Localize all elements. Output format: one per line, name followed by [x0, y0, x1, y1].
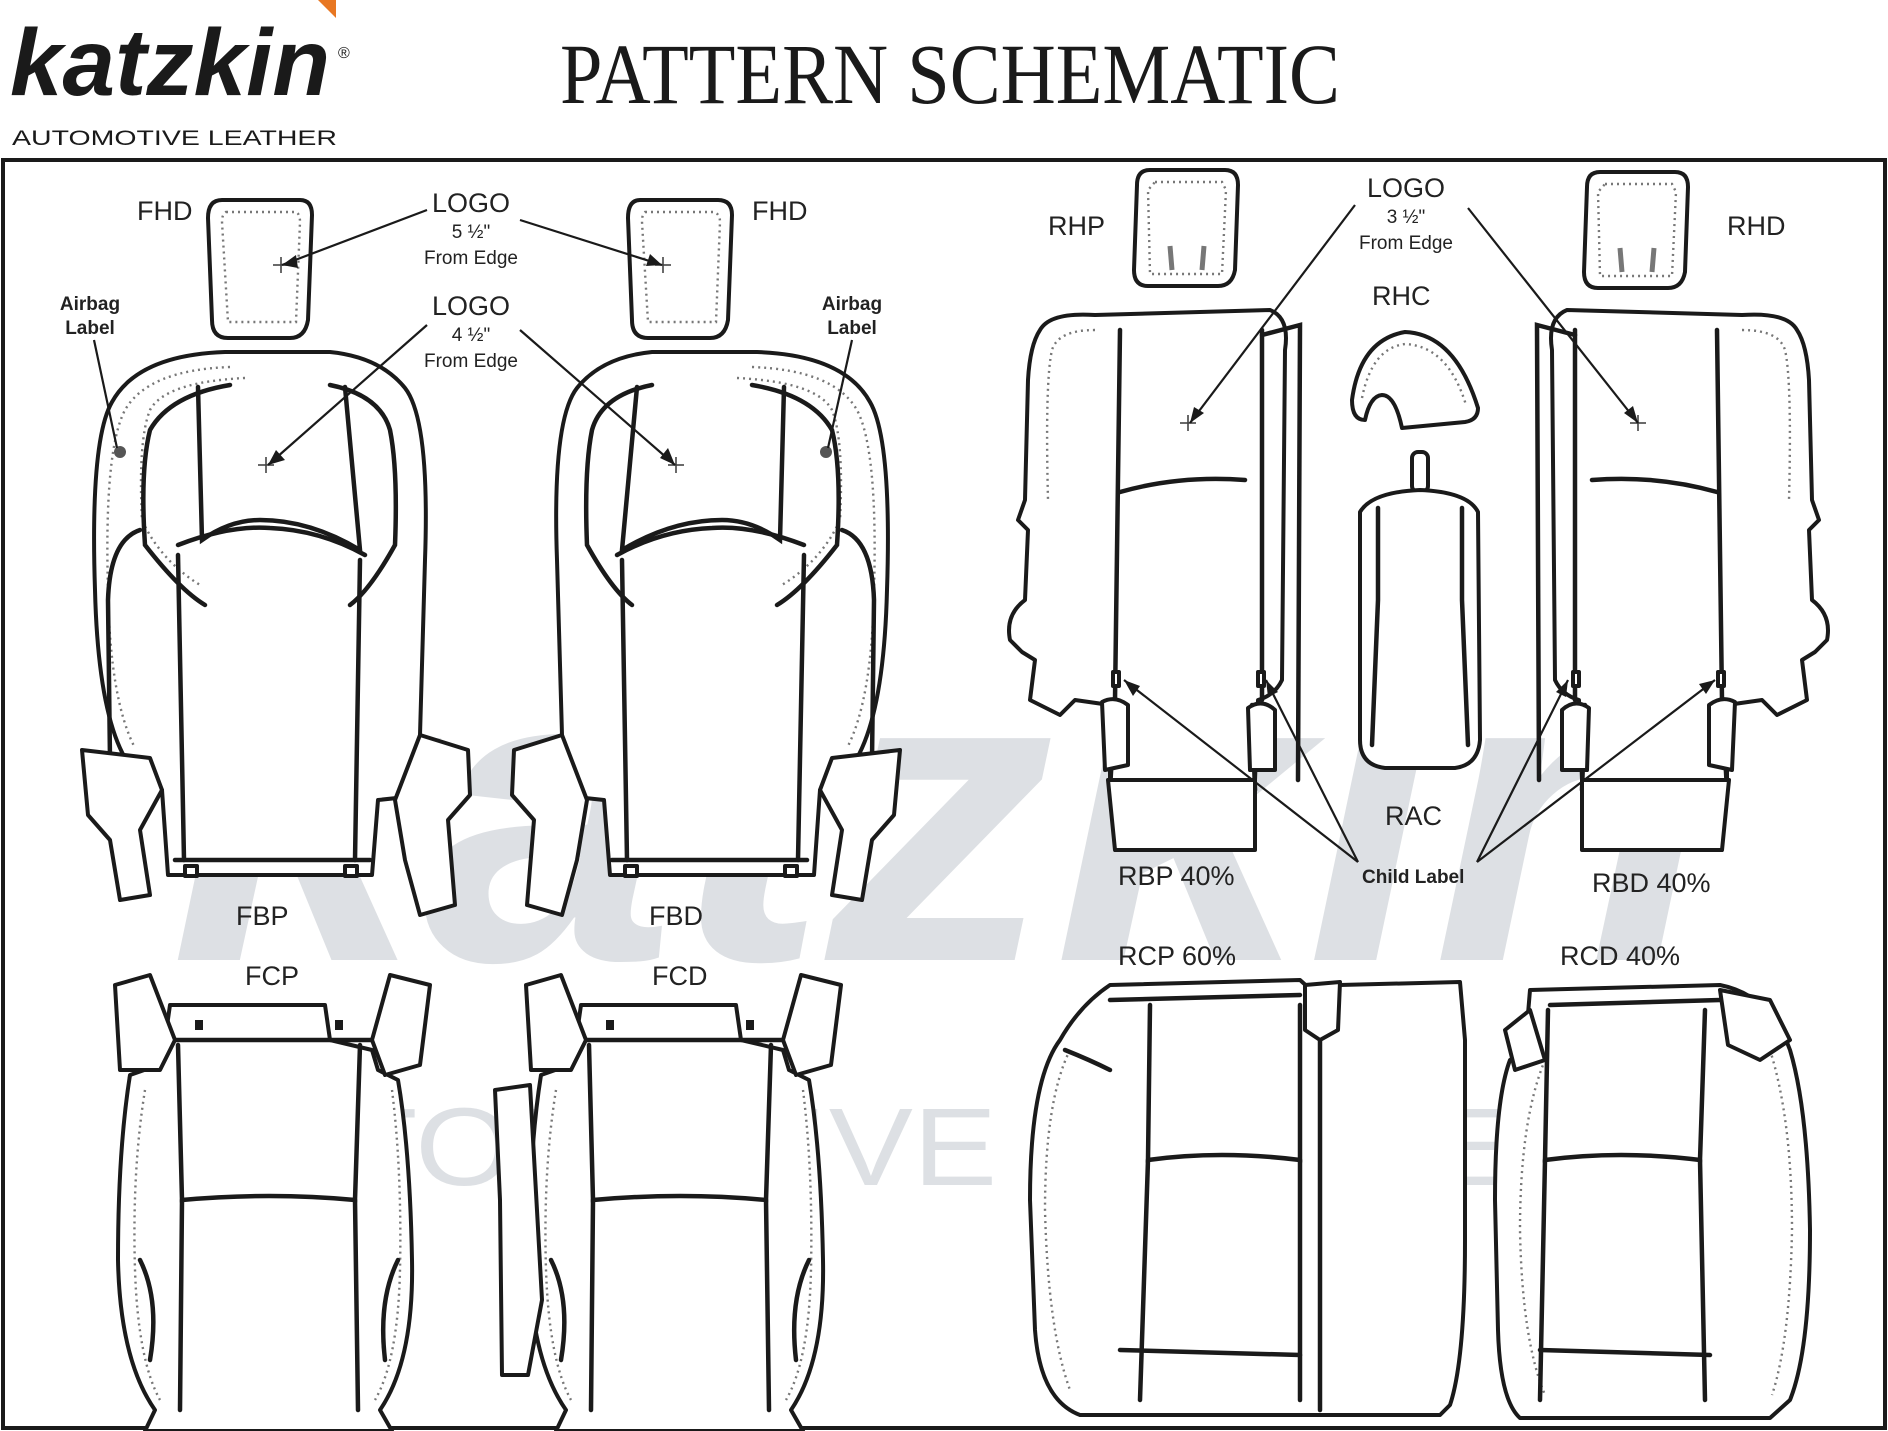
front-headrest-passenger [206, 198, 314, 340]
label-logo-front-back-title: LOGO [432, 291, 510, 321]
label-logo-front-back-note: From Edge [424, 351, 518, 372]
rear-backrest-passenger [1009, 310, 1300, 850]
label-fhd-left: FHD [137, 196, 193, 226]
front-cushion-passenger [115, 975, 430, 1431]
front-backrest-driver [512, 352, 900, 915]
page-title: PATTERN SCHEMATIC [560, 26, 1340, 122]
rear-armrest [1358, 450, 1482, 770]
label-fbd: FBD [649, 901, 703, 931]
label-fcp: FCP [245, 961, 299, 991]
label-airbag-left-line2: Label [65, 318, 115, 339]
rear-cushion-driver [1493, 983, 1812, 1420]
front-headrest-driver [626, 198, 734, 340]
label-airbag-left-line1: Airbag [60, 294, 120, 315]
label-fbp: FBP [236, 901, 289, 931]
label-logo-front-head-title: LOGO [432, 188, 510, 218]
rear-cushion-passenger [1028, 978, 1468, 1417]
front-cushion-driver [493, 975, 841, 1431]
brand-name: katzkin [10, 10, 330, 116]
label-rcp: RCP 60% [1118, 941, 1236, 971]
rear-headrest-center [1350, 330, 1480, 430]
leader-arrows [92, 204, 1716, 863]
label-logo-rear-note: From Edge [1359, 233, 1453, 254]
rear-headrest-driver [1582, 170, 1690, 290]
label-logo-front-back-size: 4 ½" [452, 325, 490, 346]
label-rbp: RBP 40% [1118, 861, 1235, 891]
label-logo-front-head-size: 5 ½" [452, 222, 490, 243]
label-rhp: RHP [1048, 211, 1105, 241]
label-fhd-right: FHD [752, 196, 808, 226]
logo-accent-triangle [318, 0, 336, 18]
label-airbag-right-line2: Label [827, 318, 877, 339]
label-logo-front-head-note: From Edge [424, 248, 518, 269]
label-rhc: RHC [1372, 281, 1431, 311]
label-rhd: RHD [1727, 211, 1786, 241]
label-logo-rear-title: LOGO [1367, 173, 1445, 203]
brand-logo: katzkin ® AUTOMOTIVE LEATHER [10, 0, 350, 150]
brand-registered: ® [338, 45, 350, 62]
front-backrest-passenger [82, 352, 470, 915]
label-rcd: RCD 40% [1560, 941, 1680, 971]
label-logo-rear-size: 3 ½" [1387, 207, 1425, 228]
label-fcd: FCD [652, 961, 708, 991]
rear-headrest-passenger [1132, 168, 1240, 288]
label-child-label: Child Label [1362, 867, 1464, 888]
label-airbag-right-line1: Airbag [822, 294, 882, 315]
label-rbd: RBD 40% [1592, 868, 1711, 898]
brand-tagline: AUTOMOTIVE LEATHER [12, 127, 337, 150]
schematic-frame [1, 158, 1887, 1430]
rear-backrest-driver [1537, 310, 1828, 850]
label-rac: RAC [1385, 801, 1442, 831]
